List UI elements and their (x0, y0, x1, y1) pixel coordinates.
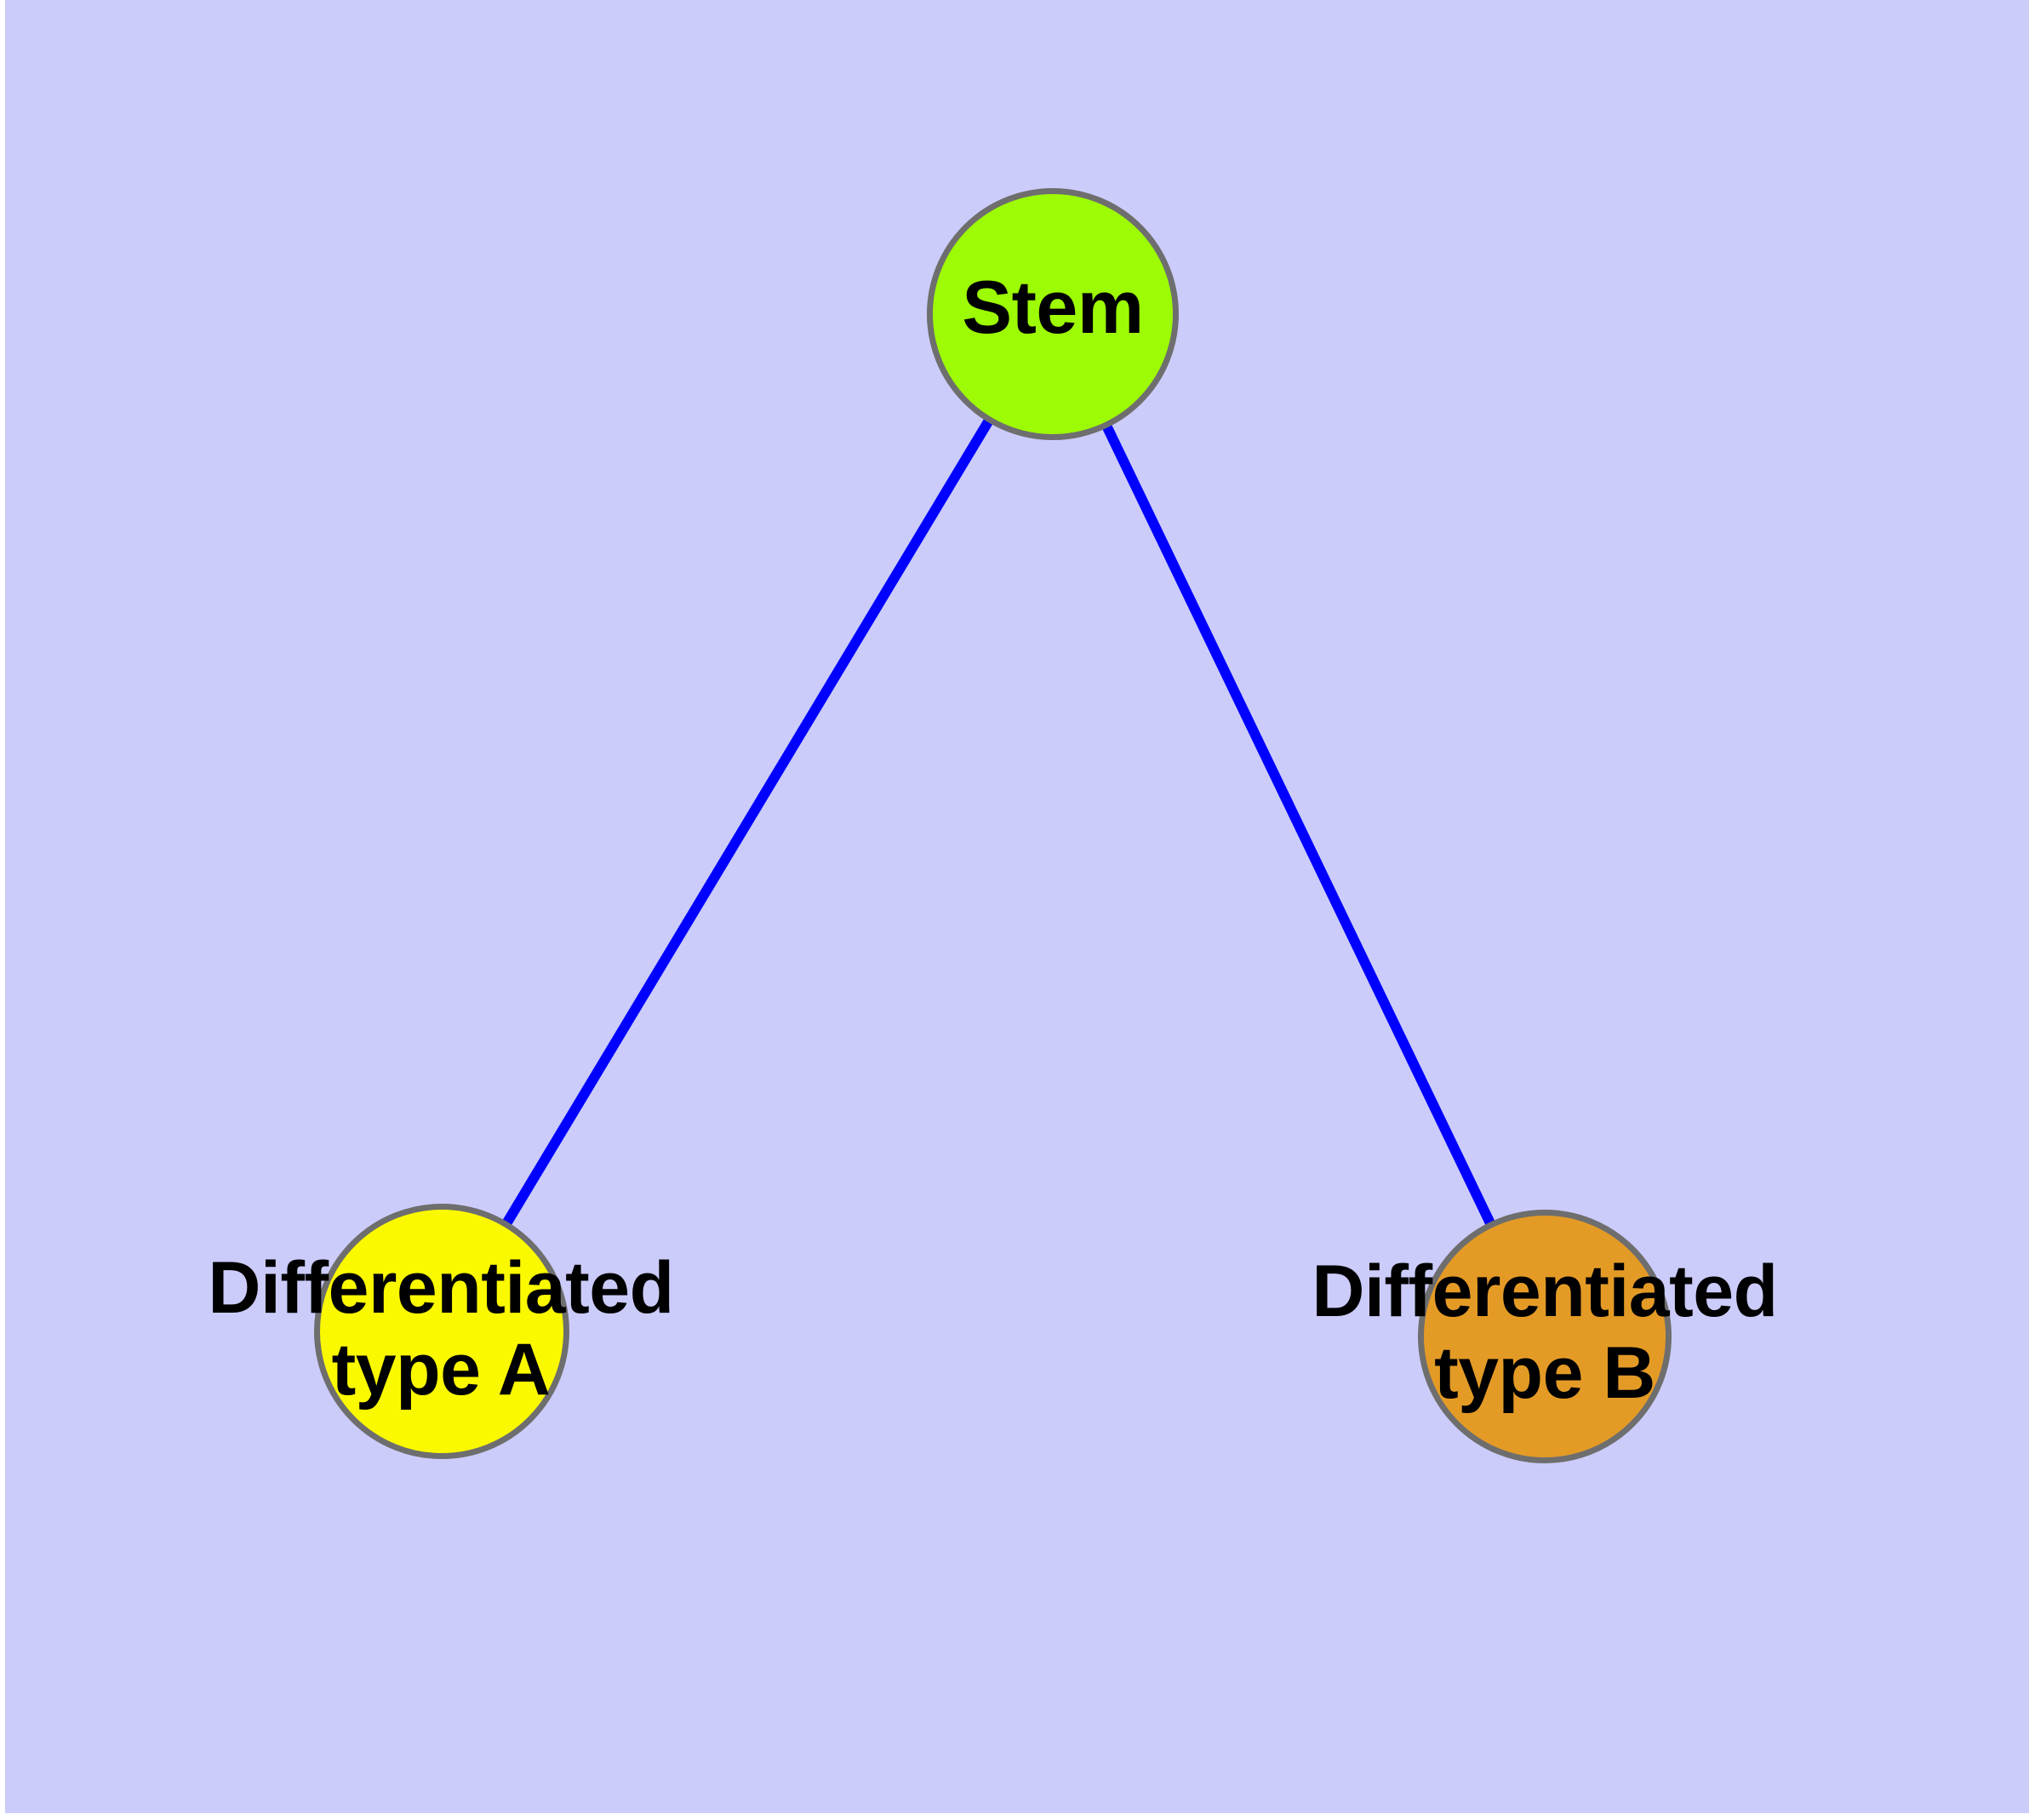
edge-stem-to-differentiated-type-a (437, 311, 1058, 1335)
node-differentiated-type-b[interactable] (1418, 1210, 1672, 1463)
node-label-differentiated-type-b: Differentiated type B (1312, 1251, 1778, 1415)
edge-stem-to-differentiated-type-b (1048, 312, 1550, 1339)
node-label-stem: Stem (962, 265, 1144, 349)
node-differentiated-type-a[interactable] (314, 1204, 569, 1459)
node-stem[interactable] (927, 188, 1179, 440)
node-label-differentiated-type-a: Differentiated type A (208, 1247, 674, 1411)
